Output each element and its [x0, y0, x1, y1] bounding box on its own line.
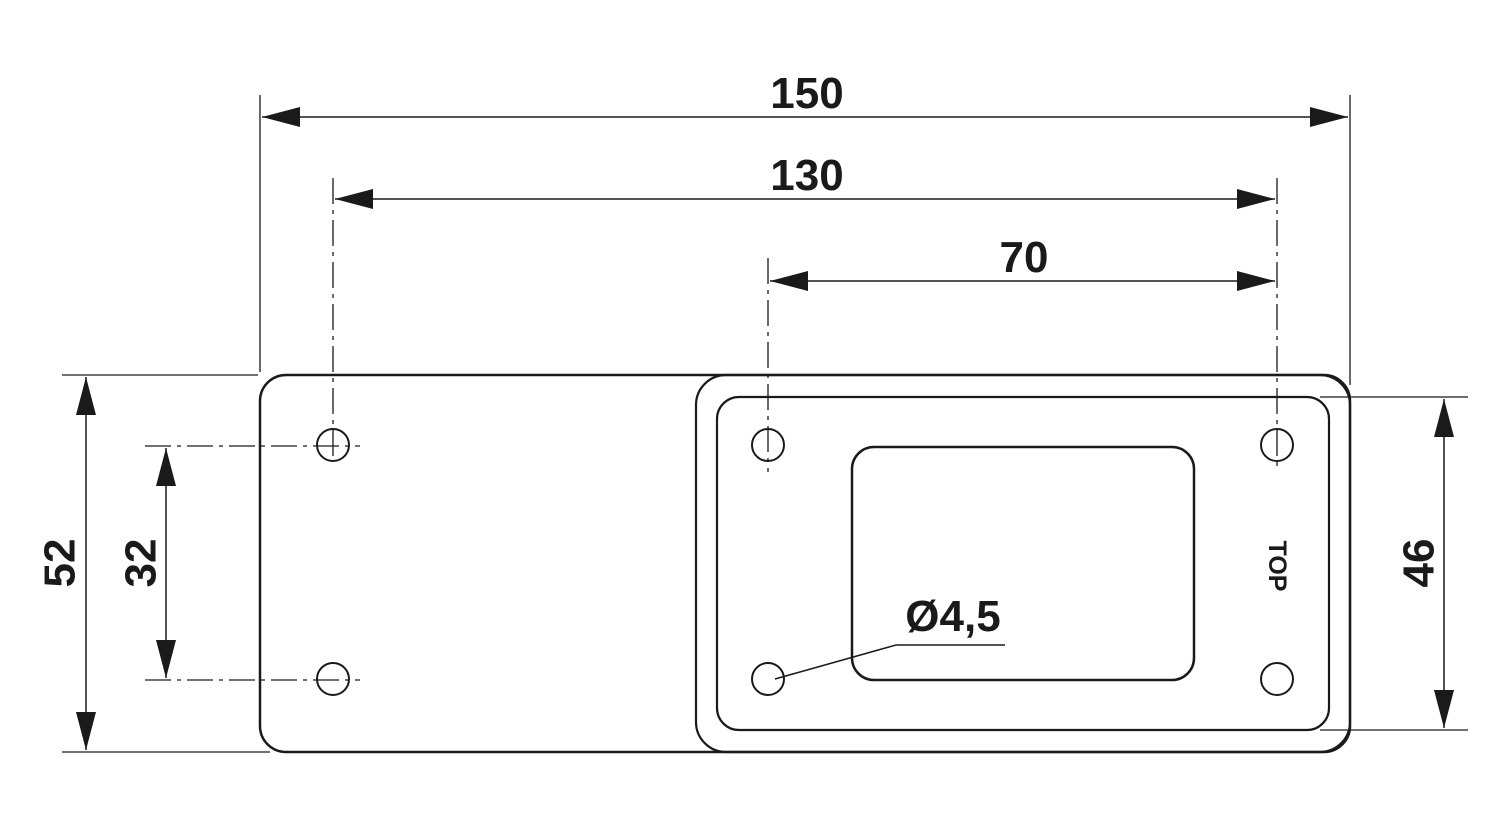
dimension-label-70: 70 [1000, 233, 1049, 282]
hole-diameter-label: Ø4,5 [905, 592, 1000, 641]
dimension-46: 46 [1395, 399, 1454, 728]
holes [316, 428, 1294, 696]
dimension-130: 130 [335, 151, 1275, 209]
dimension-label-32: 32 [117, 539, 166, 588]
dimension-32: 32 [117, 448, 176, 678]
dimension-52: 52 [36, 377, 96, 750]
top-marking-label: TOP [1263, 541, 1291, 592]
hole-diameter-callout: Ø4,5 [774, 592, 1005, 680]
inner-plate-outline [715, 395, 1331, 732]
dimension-label-52: 52 [36, 539, 85, 588]
dimension-70: 70 [770, 233, 1275, 291]
center-cutout [850, 445, 1196, 682]
hole-left-bottom [316, 662, 350, 696]
center-lines [145, 178, 1278, 681]
dimension-150: 150 [262, 69, 1348, 127]
hole-inner-bottom-left [751, 662, 785, 696]
hole-left-top [316, 428, 350, 462]
dimension-label-130: 130 [770, 151, 843, 200]
raised-plate-outline [694, 373, 1352, 754]
mounting-plate [258, 373, 1352, 754]
dimension-label-150: 150 [770, 69, 843, 118]
hole-inner-bottom-right [1260, 662, 1294, 696]
hole-inner-top-right [1260, 428, 1294, 462]
outer-plate-outline [258, 373, 1352, 754]
extension-lines [62, 95, 1468, 753]
dimension-label-46: 46 [1395, 539, 1444, 588]
